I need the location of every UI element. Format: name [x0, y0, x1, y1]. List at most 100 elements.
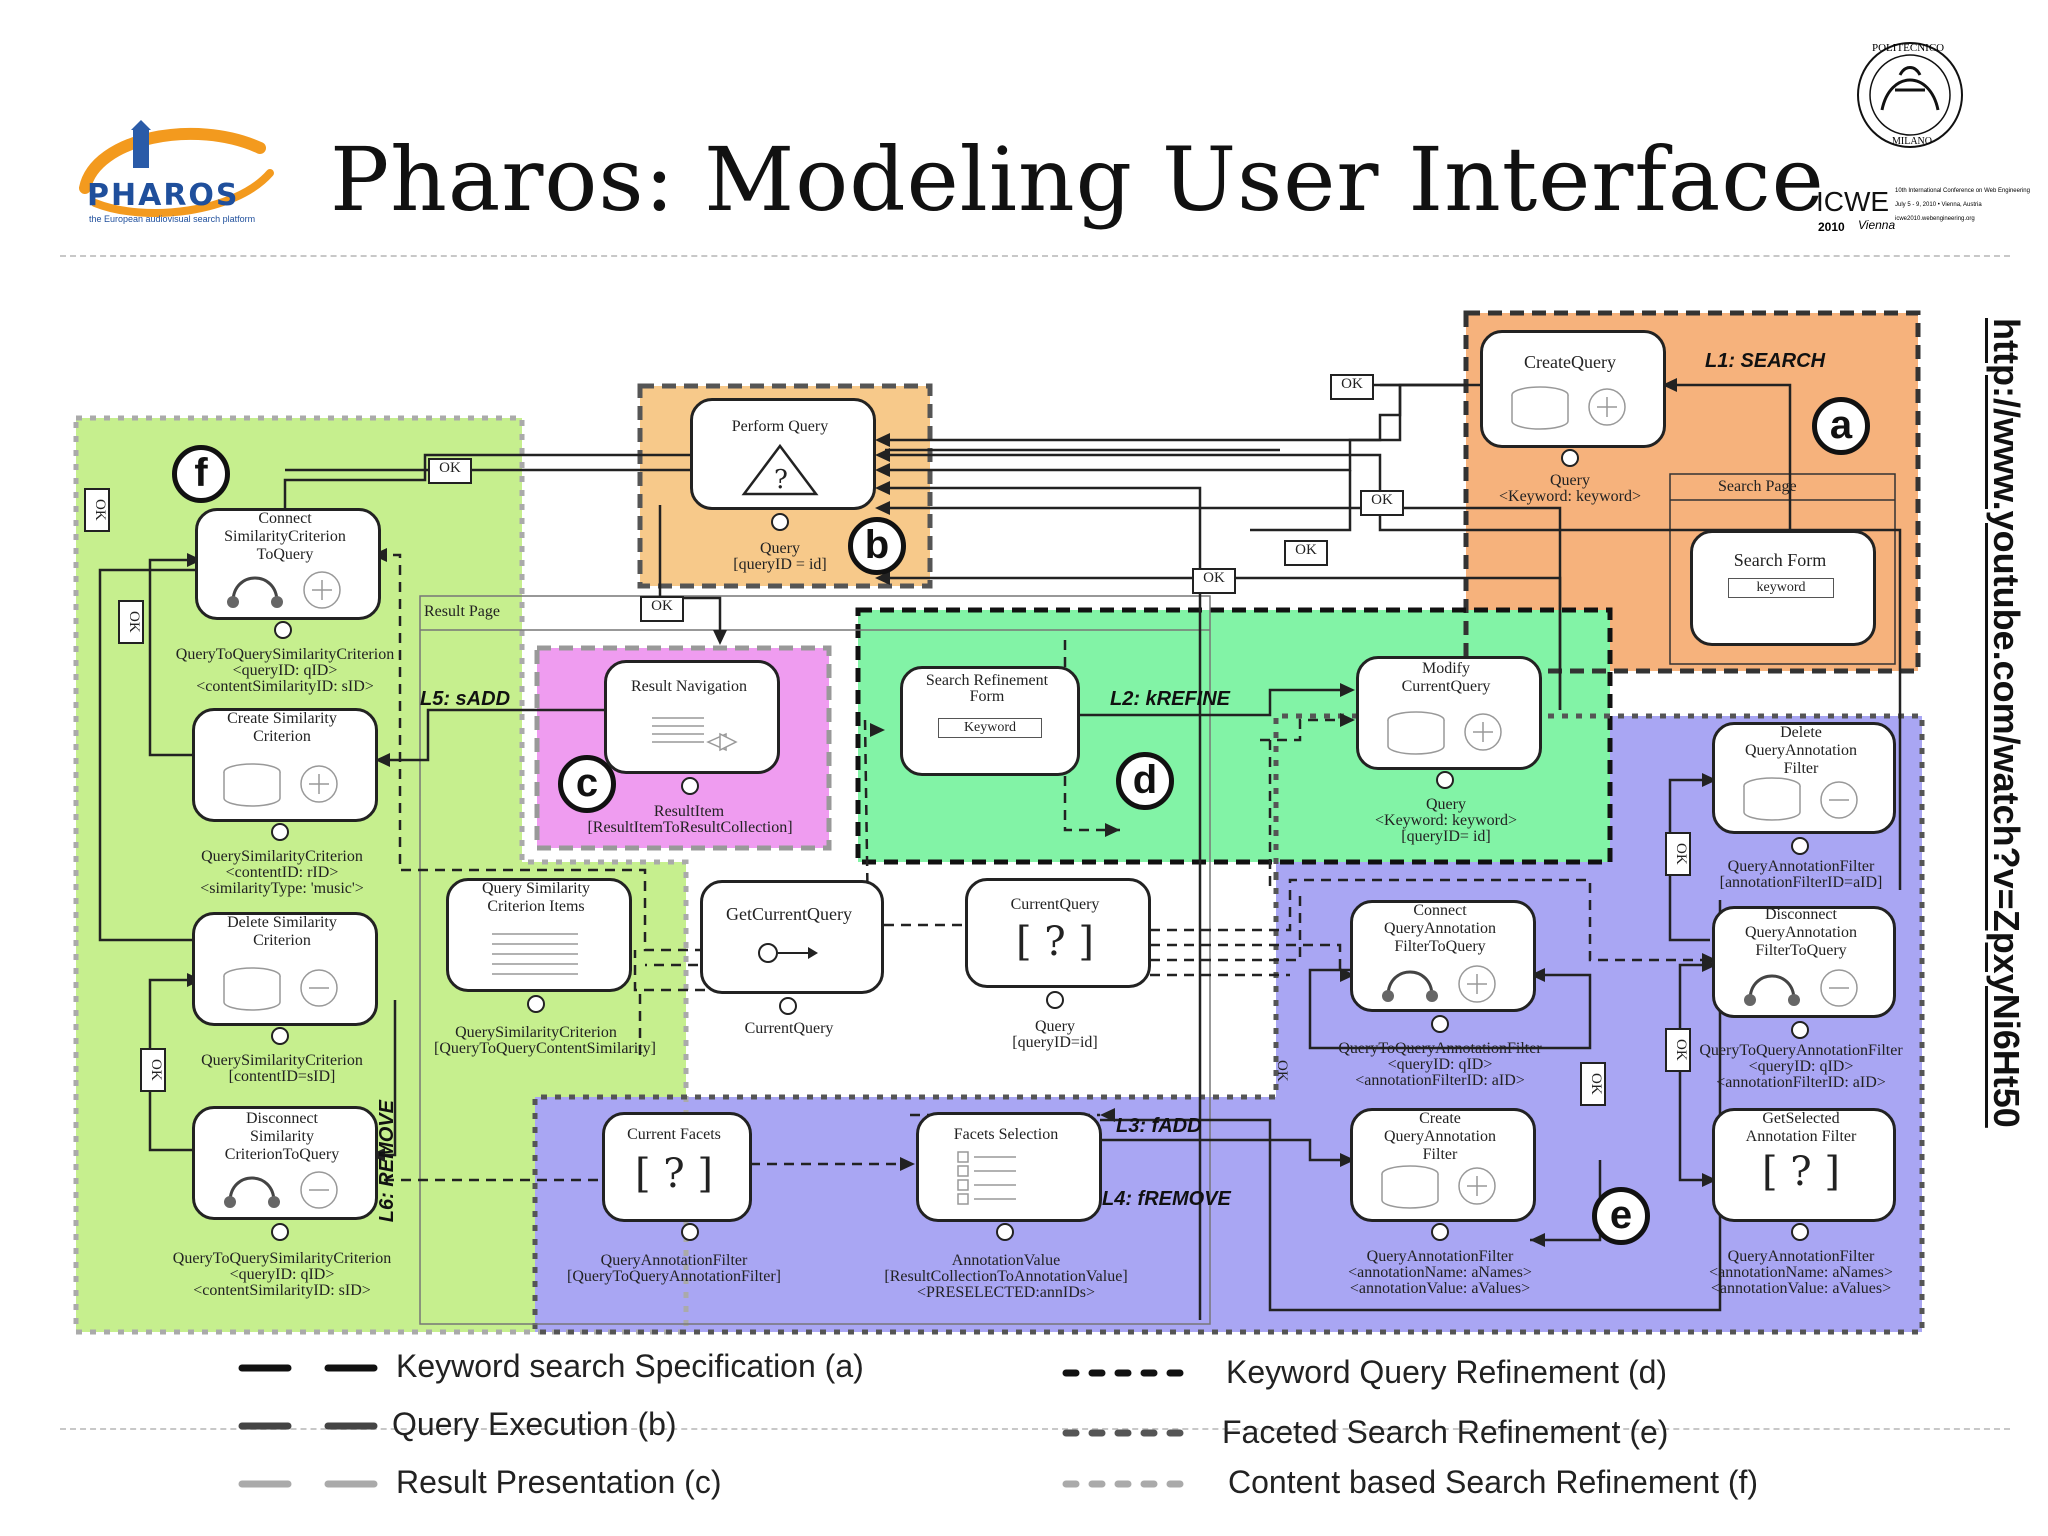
- database-icon: [1387, 711, 1502, 755]
- icwe-year: 2010: [1818, 220, 1845, 234]
- result-navigation-param: [ResultItemToResultCollection]: [587, 819, 793, 836]
- delete-sc-param: QuerySimilarityCriterion: [201, 1052, 363, 1069]
- disconnect-query-annotation-filter-unit[interactable]: [1712, 906, 1896, 1018]
- query-similarity-items-title: Criterion Items: [487, 898, 585, 915]
- disconnect-icon: [1744, 969, 1858, 1007]
- create-sc-title: Criterion: [253, 728, 311, 745]
- header-divider: [60, 255, 2010, 257]
- connect-icon: [227, 571, 341, 609]
- modify-current-query-param: <Keyword: keyword>: [1374, 812, 1517, 829]
- search-refinement-form-title: Form: [969, 688, 1005, 705]
- connect-sc-title: ToQuery: [256, 546, 314, 563]
- ok-label: OK: [1284, 540, 1328, 566]
- region-d-letter: d: [1116, 752, 1174, 810]
- delete-query-annotation-filter-unit[interactable]: [1712, 722, 1896, 834]
- connect-qaf-param: QueryToQueryAnnotationFilter: [1338, 1040, 1542, 1057]
- database-icon: [1381, 1165, 1496, 1209]
- pharos-logo-text: PHAROS: [87, 178, 240, 213]
- search-refinement-keyword-field[interactable]: Keyword: [938, 718, 1042, 738]
- delete-similarity-criterion-unit[interactable]: [192, 912, 378, 1026]
- connect-similarity-criterion-unit[interactable]: [195, 508, 381, 620]
- modify-current-query-title: Modify: [1422, 660, 1470, 677]
- ok-label: OK: [1192, 568, 1236, 594]
- search-refinement-form-unit[interactable]: [900, 666, 1080, 776]
- disconnect-sc-param: QueryToQuerySimilarityCriterion: [172, 1250, 392, 1267]
- database-icon: [223, 763, 338, 807]
- delete-sc-title: Delete Similarity: [227, 914, 337, 931]
- database-minus-icon: [1743, 777, 1858, 821]
- create-query-annotation-filter-unit[interactable]: [1350, 1108, 1536, 1222]
- slide-title: Pharos: Modeling User Interface: [330, 128, 1825, 231]
- connect-sc-param: <queryID: qID>: [232, 662, 338, 679]
- current-facets-unit[interactable]: [602, 1112, 752, 1222]
- delete-sc-title: Criterion: [253, 932, 311, 949]
- result-page-label: Result Page: [424, 603, 500, 620]
- query-similarity-items-unit[interactable]: [446, 878, 632, 992]
- create-qaf-param: <annotationValue: aValues>: [1349, 1280, 1531, 1297]
- get-selected-annotation-filter-unit[interactable]: [1712, 1108, 1896, 1222]
- disconnect-qaf-title: QueryAnnotation: [1745, 924, 1857, 941]
- youtube-link[interactable]: http://www.youtube.com/watch?v=ZpxyNi6Ht…: [1986, 318, 2027, 1128]
- legend-item: Content based Search Refinement (f): [1228, 1464, 1759, 1500]
- create-sc-param: <contentID: rID>: [225, 864, 339, 881]
- create-query-param: <Keyword: keyword>: [1498, 488, 1641, 505]
- disconnect-similarity-criterion-unit[interactable]: [192, 1106, 378, 1220]
- warning-triangle-icon: ?: [741, 443, 819, 496]
- ok-label: OK: [1360, 490, 1404, 516]
- facets-selection-unit[interactable]: [916, 1112, 1102, 1222]
- pharos-logo: PHAROS the European audiovisual search p…: [75, 118, 285, 228]
- disconnect-qaf-title: Disconnect: [1765, 906, 1837, 923]
- get-selected-af-title: Annotation Filter: [1745, 1128, 1857, 1145]
- icwe-city: Vienna: [1858, 218, 1896, 232]
- get-current-query-param: CurrentQuery: [744, 1020, 834, 1037]
- disconnect-icon: [224, 1171, 338, 1209]
- disconnect-qaf-param: <queryID: qID>: [1748, 1058, 1854, 1075]
- connect-qaf-title: FilterToQuery: [1394, 938, 1486, 955]
- legend-item: Query Execution (b): [392, 1406, 677, 1442]
- modify-current-query-param: [queryID= id]: [1401, 828, 1491, 845]
- region-c-letter: c: [558, 755, 616, 813]
- disconnect-sc-title: CriterionToQuery: [224, 1146, 340, 1163]
- svg-text:?: ?: [774, 465, 788, 495]
- perform-query-param: Query: [760, 540, 800, 557]
- list-navigation-icon: [652, 717, 738, 752]
- query-similarity-items-param: QuerySimilarityCriterion: [455, 1024, 617, 1041]
- search-refinement-form-title: Search Refinement: [925, 672, 1049, 689]
- icwe-info-3: icwe2010.webengineering.org: [1895, 216, 1975, 222]
- search-form-keyword-field[interactable]: keyword: [1728, 578, 1834, 598]
- region-e-letter: e: [1592, 1187, 1650, 1245]
- link-l2-krefine: L2: kREFINE: [1110, 688, 1231, 710]
- polimi-seal-bottom: MILANO: [1892, 136, 1932, 147]
- icwe-conf: ICWE: [1816, 186, 1890, 217]
- pharos-logo-tagline: the European audiovisual search platform: [89, 214, 256, 224]
- legend-item: Keyword search Specification (a): [396, 1348, 864, 1384]
- create-similarity-criterion-unit[interactable]: [192, 708, 378, 822]
- connect-query-annotation-filter-unit[interactable]: [1350, 900, 1536, 1012]
- search-form-title: Search Form: [1733, 550, 1827, 570]
- current-query-unit[interactable]: [965, 878, 1151, 988]
- link-l3-fadd: L3: fADD: [1116, 1115, 1202, 1137]
- connect-sc-title: Connect: [258, 510, 312, 527]
- legend-line-styles: [238, 1364, 1200, 1488]
- current-query-param: [queryID=id]: [1012, 1034, 1098, 1051]
- disconnect-qaf-param: <annotationFilterID: aID>: [1716, 1074, 1886, 1091]
- region-b-letter: b: [848, 517, 906, 575]
- result-navigation-unit[interactable]: [604, 660, 780, 774]
- ok-label: OK: [118, 600, 144, 644]
- delete-qaf-param: [annotationFilterID=aID]: [1719, 874, 1883, 891]
- get-selected-af-param: <annotationValue: aValues>: [1710, 1280, 1892, 1297]
- modify-current-query-unit[interactable]: [1356, 656, 1542, 770]
- disconnect-sc-param: <contentSimilarityID: sID>: [193, 1282, 371, 1299]
- current-facets-title: Current Facets: [627, 1126, 721, 1143]
- connect-qaf-title: Connect: [1413, 902, 1467, 919]
- query-similarity-items-title: Query Similarity: [482, 880, 590, 897]
- legend-item: Result Presentation (c): [396, 1464, 722, 1500]
- legend-item: Keyword Query Refinement (d): [1226, 1354, 1668, 1390]
- facets-selection-param: AnnotationValue: [951, 1252, 1061, 1269]
- create-query-unit[interactable]: [1480, 330, 1666, 448]
- get-current-query-unit[interactable]: [700, 880, 884, 994]
- output-pointer-icon: [758, 943, 818, 963]
- create-qaf-param: <annotationName: aNames>: [1348, 1264, 1532, 1281]
